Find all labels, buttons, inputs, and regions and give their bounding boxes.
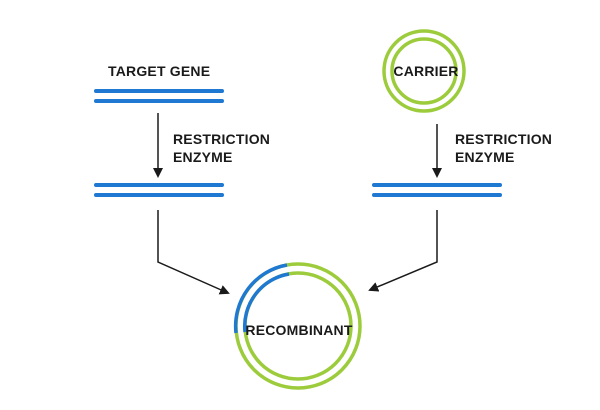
recombinant-insert-outer [233,263,288,334]
recombinant-label: RECOMBINANT [245,322,353,338]
recombinant-plasmid [233,262,362,390]
cut-gene-fragment [94,183,224,197]
carrier-plasmid [382,29,466,113]
arrow-right-to-recombinant [368,210,438,292]
arrow-left-to-recombinant [157,210,230,295]
cut-carrier-fragment [372,183,502,197]
restriction-enzyme-label-right: RESTRICTION ENZYME [455,131,553,165]
recombinant-insert-inner [242,272,290,333]
target-gene-label: TARGET GENE [108,63,211,79]
target-gene-dna [94,89,224,103]
restriction-enzyme-label-left: RESTRICTION ENZYME [173,131,271,165]
carrier-label: CARRIER [393,63,459,79]
